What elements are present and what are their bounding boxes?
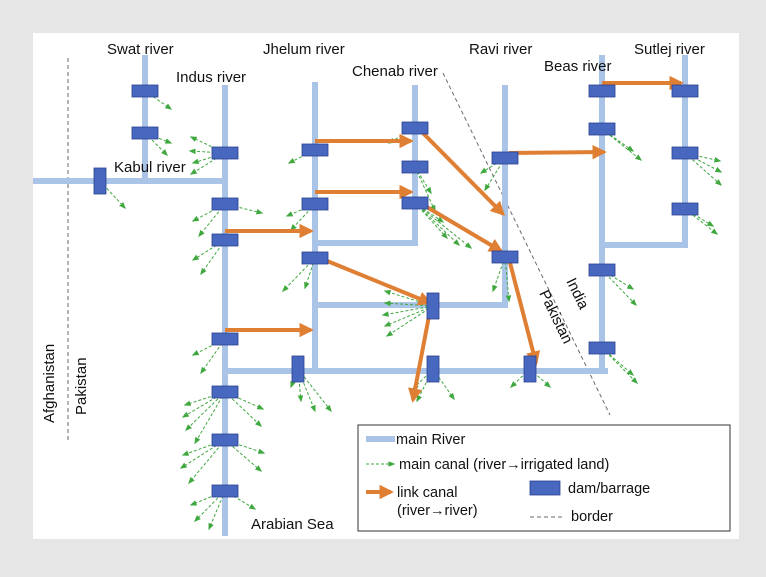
dam-beas-3 <box>588 263 616 277</box>
dam-sutlej-2 <box>671 146 699 160</box>
main-canal-arrow-19-1 <box>601 269 637 307</box>
label-sutlej-river: Sutlej river <box>634 41 705 58</box>
label-indus-river: Indus river <box>176 69 246 86</box>
dam-indus-7 <box>211 484 239 498</box>
main-canal-arrow-23-0 <box>383 289 434 307</box>
legend-main-canal-label: main canal (river→irrigated land) <box>399 457 609 473</box>
dam-jhelum-1 <box>301 143 329 157</box>
dam-ravi-1 <box>491 151 519 165</box>
label-beas-river: Beas river <box>544 58 612 75</box>
dam-jhelum-3 <box>301 251 329 265</box>
main-canal-arrow-23-2 <box>381 305 434 317</box>
indus-basin-canal-diagram: Swat river Indus river Jhelum river Chen… <box>33 41 731 536</box>
main-canal-arrow-26-1 <box>529 368 552 388</box>
main-canal-arrow-7-1 <box>181 391 226 418</box>
dam-indus-3 <box>211 233 239 247</box>
main-canal-arrow-23-3 <box>383 305 434 327</box>
main-canal-arrow-26-0 <box>509 368 531 388</box>
main-canal-arrow-24-0 <box>290 368 299 389</box>
main-canal-arrow-21-2 <box>684 152 723 186</box>
link-canal-jhelum-south <box>314 254 433 306</box>
main-canal-arrow-14-1 <box>414 166 436 213</box>
main-canal-arrow-24-3 <box>297 368 332 413</box>
main-canal-arrow-15-2 <box>414 202 461 246</box>
dam-beas-1 <box>588 84 616 98</box>
dam-indus-2 <box>211 197 239 211</box>
link-canals <box>225 75 684 403</box>
legend-border-label: border <box>571 509 613 525</box>
main-canal-arrow-7-2 <box>184 391 226 431</box>
label-afghanistan: Afghanistan <box>41 344 58 423</box>
dam-indus-5 <box>211 385 239 399</box>
dam-indus-4 <box>211 332 239 346</box>
dam-beas-2 <box>588 122 616 136</box>
main-canal-arrow-8-1 <box>179 439 226 469</box>
main-canal-arrow-23-1 <box>383 300 434 307</box>
label-ravi-river: Ravi river <box>469 41 532 58</box>
rivers <box>33 55 688 536</box>
dam-swat-lower <box>131 126 159 140</box>
legend-link-canal-sublabel: (river→river) <box>397 503 478 519</box>
legend-link-canal-label: link canal <box>397 485 457 501</box>
legend-main-river-label: main River <box>396 432 465 448</box>
label-kabul-river: Kabul river <box>114 159 186 176</box>
dam-chenab-1 <box>401 121 429 135</box>
sutlej-river-line <box>602 55 688 248</box>
dam-indus-6 <box>211 433 239 447</box>
dam-sutlej-1 <box>671 84 699 98</box>
dam-lower-chenab-2 <box>426 355 440 383</box>
dam-beas-4 <box>588 341 616 355</box>
legend-dam-swatch <box>529 480 561 496</box>
dam-indus-1 <box>211 146 239 160</box>
dam-ravi-2 <box>491 250 519 264</box>
legend-box <box>357 424 731 532</box>
dam-lower-ravi <box>523 355 537 383</box>
borders <box>67 58 611 443</box>
dam-kabul <box>93 167 107 195</box>
main-canal-arrow-7-5 <box>224 391 263 427</box>
link-canal-ravi-beas <box>508 144 607 160</box>
dam-swat-upper <box>131 84 159 98</box>
label-chenab-river: Chenab river <box>352 63 438 80</box>
dam-lower-chenab-1 <box>426 292 440 320</box>
main-canal-arrow-20-1 <box>601 347 638 384</box>
label-arabian-sea: Arabian Sea <box>251 516 334 533</box>
main-canal-arrow-15-3 <box>414 202 473 249</box>
dams-barrages <box>93 84 699 498</box>
legend-dam-label: dam/barrage <box>568 481 650 497</box>
link-canal-chenab-ravi-1 <box>413 123 506 217</box>
dam-chenab-2 <box>401 160 429 174</box>
link-canal-ravi-south <box>506 254 541 366</box>
main-canal-arrow-18-1 <box>601 128 643 161</box>
border-india-pakistan <box>442 72 611 416</box>
chenab-river-line <box>316 85 418 246</box>
label-pakistan-west: Pakistan <box>73 357 90 415</box>
main-canal-arrow-8-2 <box>188 439 226 485</box>
legend: main River main canal (river→irrigated l… <box>357 424 731 532</box>
main-canal-arrow-23-4 <box>385 305 434 337</box>
dam-sutlej-3 <box>671 202 699 216</box>
dam-jhelum-2 <box>301 197 329 211</box>
label-india: India <box>562 275 592 312</box>
label-jhelum-river: Jhelum river <box>263 41 345 58</box>
label-swat-river: Swat river <box>107 41 174 58</box>
figure-panel: Swat river Indus river Jhelum river Chen… <box>33 33 739 539</box>
dam-lower-jhelum <box>291 355 305 383</box>
main-canal-arrow-17-1 <box>504 256 512 303</box>
dam-chenab-3 <box>401 196 429 210</box>
link-canal-chenab-ravi-2 <box>413 198 504 253</box>
